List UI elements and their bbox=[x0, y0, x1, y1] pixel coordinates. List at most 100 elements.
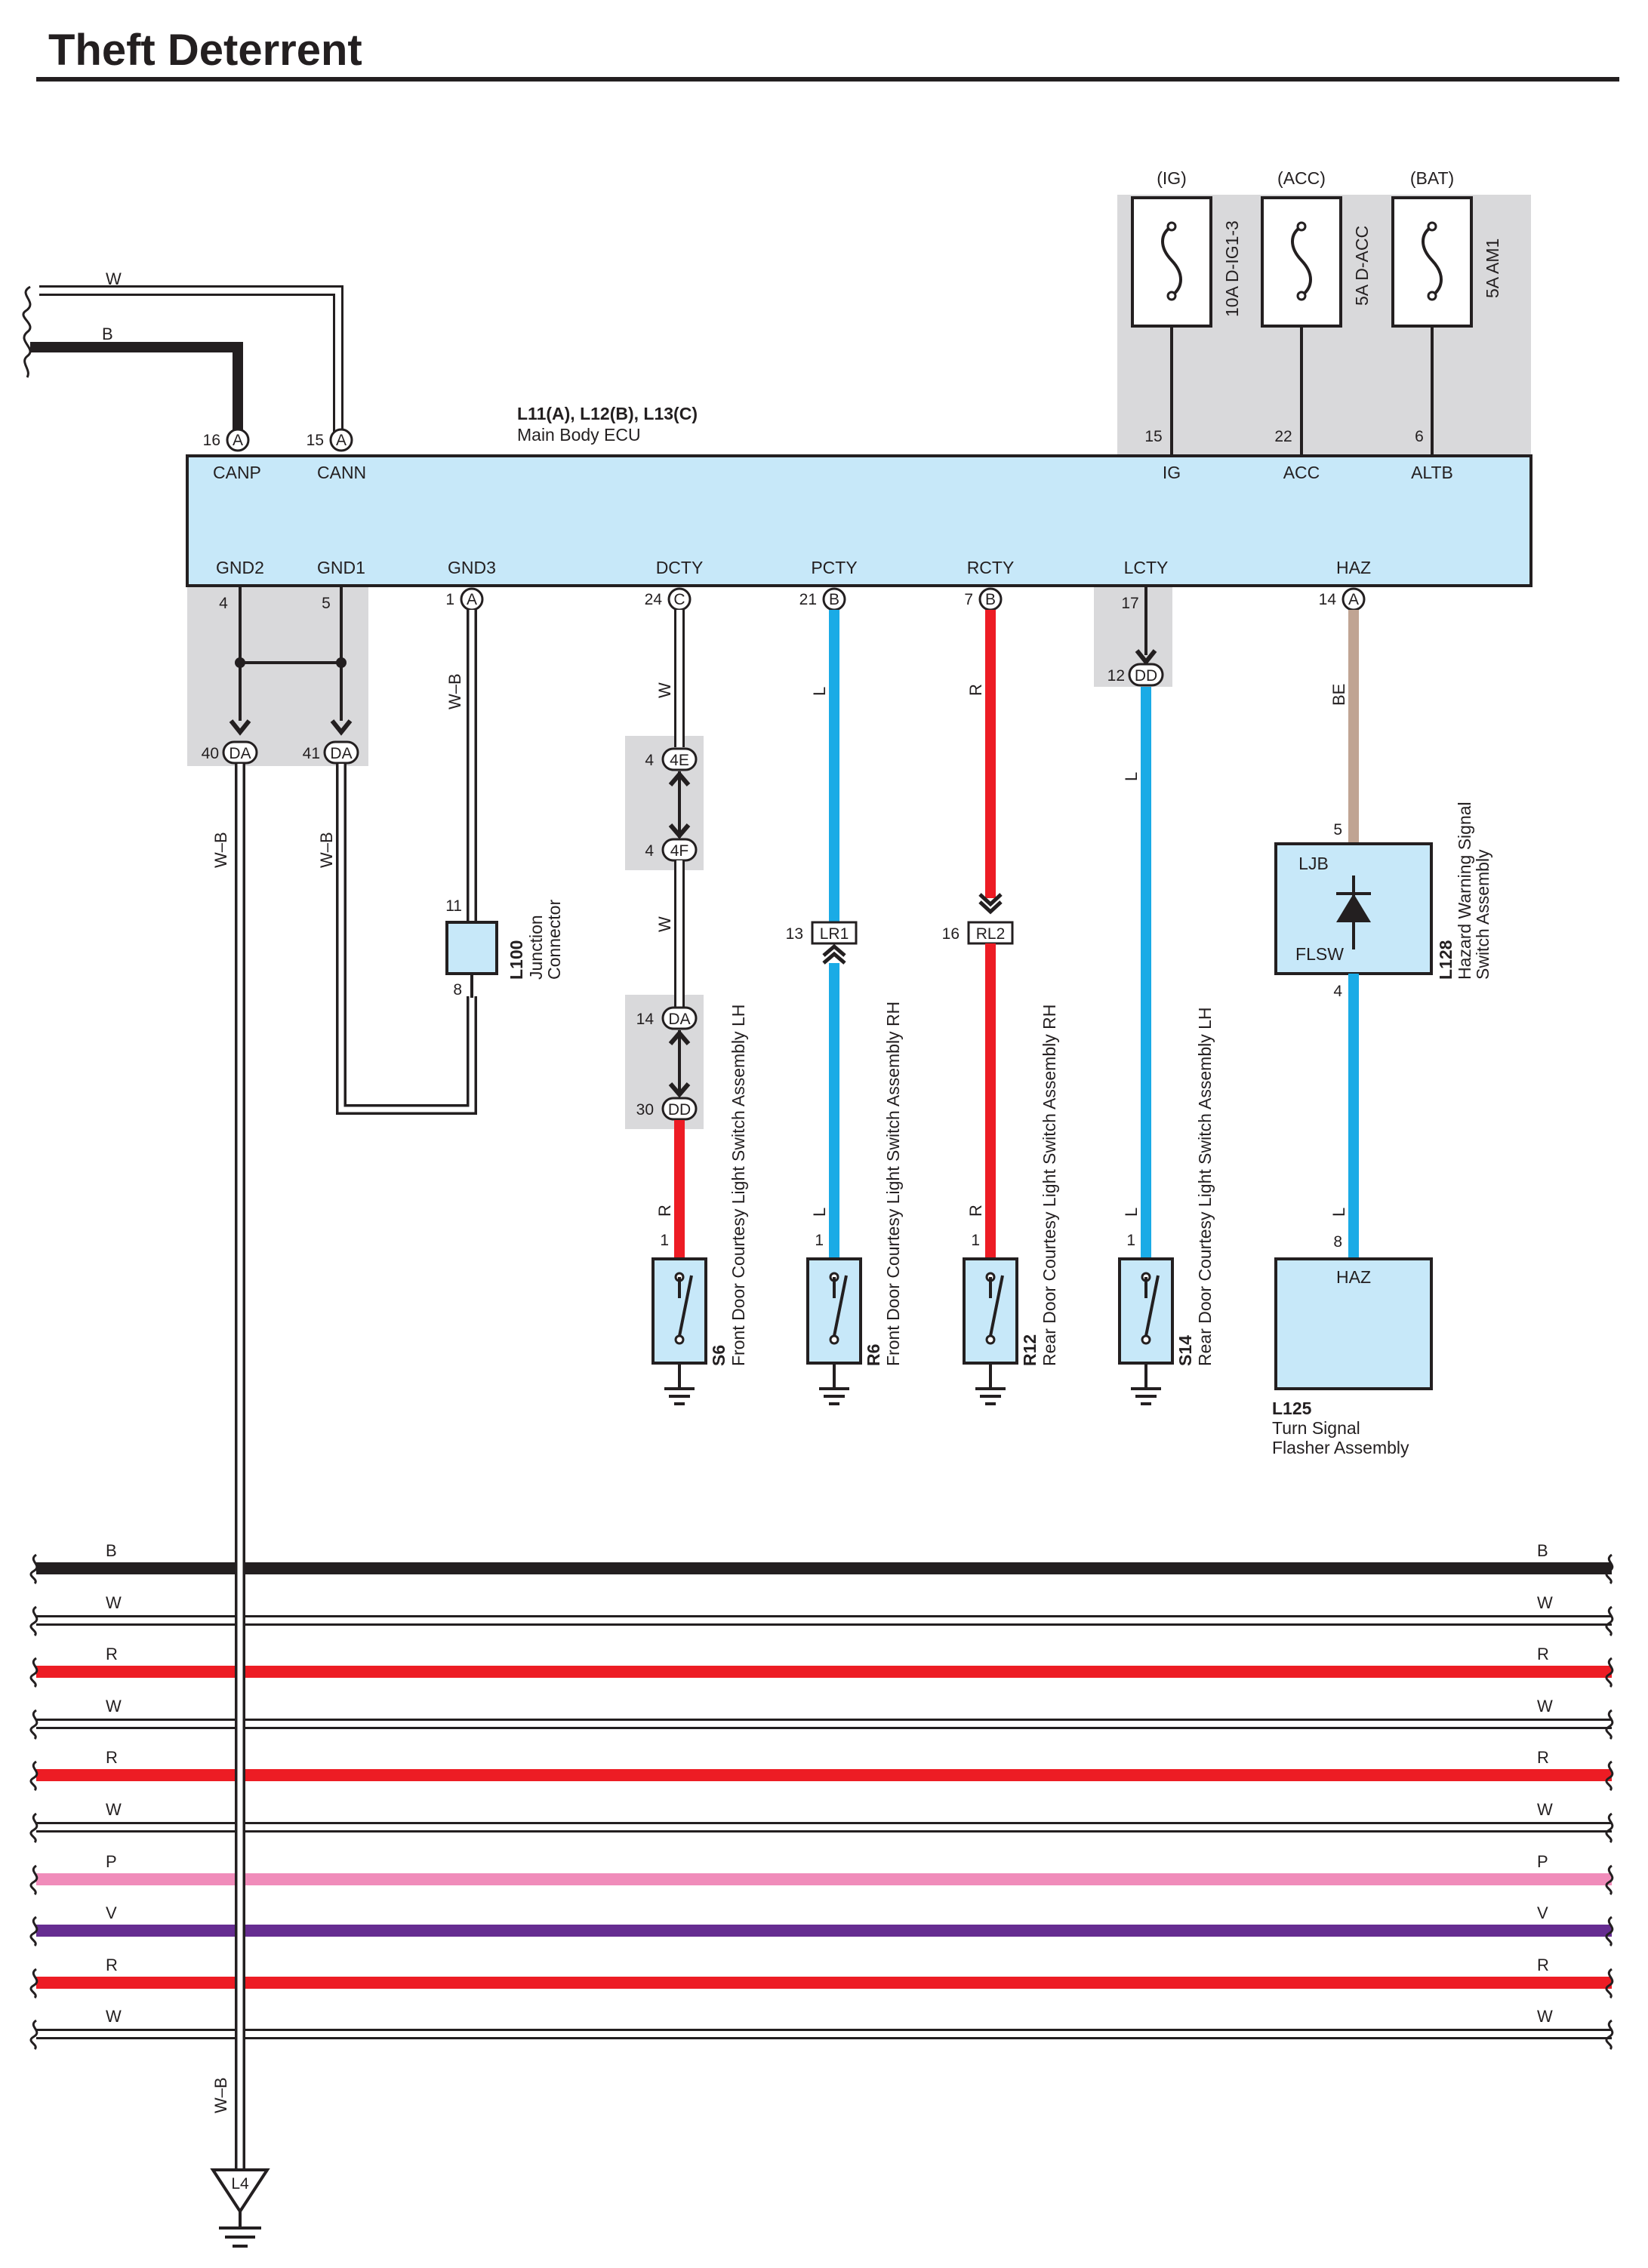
switch-s14-code: S14 bbox=[1175, 1335, 1195, 1366]
switch-s14-name: Rear Door Courtesy Light Switch Assembly… bbox=[1195, 1007, 1215, 1366]
bus-label-left-3: W bbox=[106, 1697, 122, 1716]
switch-r12-ground-icon bbox=[975, 1387, 1006, 1405]
conn-4f-pin: 4 bbox=[645, 842, 654, 860]
switch-r12-name: Rear Door Courtesy Light Switch Assembly… bbox=[1040, 1005, 1059, 1366]
bus-break-right-2 bbox=[1605, 1657, 1614, 1688]
switch-s6-pin: 1 bbox=[660, 1232, 669, 1249]
wire-b bbox=[30, 342, 243, 436]
rl2-chevron-2-icon bbox=[978, 900, 1003, 915]
fuse-acc-source: (ACC) bbox=[1277, 168, 1326, 188]
ground-l4-triangle-icon bbox=[210, 2168, 270, 2214]
pin-canp-num: 16 bbox=[203, 432, 220, 449]
wire-label-rcty2: R bbox=[966, 1205, 985, 1217]
pin-gnd1-num: 5 bbox=[322, 595, 331, 612]
junction-l100-box bbox=[445, 921, 498, 975]
conn-da41 bbox=[323, 740, 359, 765]
bus-break-right-4 bbox=[1605, 1760, 1614, 1792]
wire-label-b: B bbox=[102, 325, 113, 343]
bus-label-right-9: W bbox=[1537, 2007, 1553, 2026]
bus-label-right-6: P bbox=[1537, 1852, 1548, 1871]
bus-label-right-4: R bbox=[1537, 1748, 1549, 1767]
pin-cann-conn: A bbox=[336, 432, 347, 449]
junction-pin-top: 11 bbox=[445, 897, 462, 915]
term-gnd3: GND3 bbox=[448, 558, 496, 577]
wire-w bbox=[39, 288, 341, 436]
conn-da41-pin: 41 bbox=[303, 745, 320, 762]
wire-label-dcty: W bbox=[655, 682, 674, 698]
bus-break-right-3 bbox=[1605, 1709, 1614, 1740]
flasher-term: HAZ bbox=[1336, 1267, 1371, 1287]
bus-label-right-7: V bbox=[1537, 1903, 1548, 1922]
switch-s6-name: Front Door Courtesy Light Switch Assembl… bbox=[729, 1005, 748, 1366]
splice-dot-2 bbox=[336, 657, 347, 668]
fuse-ig-source: (IG) bbox=[1157, 168, 1187, 188]
main-body-ecu-box bbox=[186, 454, 1532, 587]
switch-r12-pin: 1 bbox=[971, 1232, 980, 1249]
flasher-code: L125 bbox=[1272, 1399, 1312, 1418]
wire-label-gnd-bottom: W–B bbox=[211, 2077, 230, 2113]
switch-s6-contact-icon bbox=[678, 1275, 693, 1337]
da40-arrow-icon bbox=[229, 719, 251, 736]
wire-label-w: W bbox=[106, 269, 122, 288]
bus-break-left-7 bbox=[29, 1916, 39, 1947]
hazard-diode-icon bbox=[1336, 894, 1371, 922]
switch-s14-ground-icon bbox=[1131, 1387, 1161, 1405]
term-altb: ALTB bbox=[1411, 463, 1453, 482]
bus-break-left-3 bbox=[29, 1709, 39, 1740]
pin-cann-circle bbox=[329, 428, 353, 452]
pin-pcty-conn: B bbox=[829, 591, 839, 608]
conn-dd30-name: DD bbox=[668, 1101, 691, 1119]
pin-lcty-num: 17 bbox=[1121, 595, 1138, 612]
term-acc: ACC bbox=[1283, 463, 1320, 482]
bus-break-right-9 bbox=[1605, 2019, 1614, 2051]
bus-break-right-8 bbox=[1605, 1968, 1614, 1999]
wire-w-outline bbox=[39, 285, 343, 436]
fuse-bat-label: 5A AM1 bbox=[1483, 238, 1502, 298]
wire-label-gnd2: W–B bbox=[211, 832, 230, 868]
wire-label-lcty2: L bbox=[1122, 1208, 1141, 1217]
switch-r6-contact-icon bbox=[833, 1275, 848, 1337]
pin-haz-conn: A bbox=[1348, 591, 1359, 608]
fuse-acc-icon bbox=[1291, 225, 1312, 297]
conn-da14-name: DA bbox=[668, 1011, 690, 1028]
term-pcty: PCTY bbox=[811, 558, 857, 577]
bus-label-left-2: R bbox=[106, 1645, 118, 1663]
arrow-up-da-icon bbox=[668, 1029, 691, 1045]
conn-dd12-name: DD bbox=[1135, 667, 1157, 685]
fuse-ig: (IG) 10A D-IG1-3 bbox=[1131, 168, 1242, 328]
term-haz: HAZ bbox=[1336, 558, 1371, 577]
term-canp: CANP bbox=[213, 463, 261, 482]
pin-dcty-conn: C bbox=[673, 591, 685, 608]
hazard-pin-top: 5 bbox=[1333, 821, 1342, 839]
conn-da14 bbox=[661, 1006, 698, 1030]
lr1-chevron-2-icon bbox=[822, 951, 846, 965]
conn-4e-pin: 4 bbox=[645, 752, 654, 769]
pin-canp-circle bbox=[226, 428, 250, 452]
bus-label-left-4: R bbox=[106, 1748, 118, 1767]
conn-dd30-pin: 30 bbox=[636, 1101, 654, 1119]
bus-label-right-2: R bbox=[1537, 1645, 1549, 1663]
arrow-down-4f-icon bbox=[668, 823, 691, 839]
conn-da40-pin: 40 bbox=[202, 745, 219, 762]
bus-break-left-9 bbox=[29, 2019, 39, 2051]
wire-gnd1-loop bbox=[338, 764, 475, 1112]
splice-dot-1 bbox=[235, 657, 245, 668]
fuse-ig-icon bbox=[1161, 225, 1182, 297]
term-gnd2: GND2 bbox=[216, 558, 264, 577]
conn-4e-name: 4E bbox=[670, 752, 689, 769]
switch-r6-ground-icon bbox=[819, 1387, 849, 1405]
junction-pin-bottom: 8 bbox=[453, 981, 462, 999]
wire-label-gnd3: W–B bbox=[445, 673, 464, 709]
hazard-pin-bottom: 4 bbox=[1333, 983, 1342, 1000]
bus-break-left-5 bbox=[29, 1812, 39, 1844]
wire-label-dcty2: W bbox=[655, 916, 674, 932]
conn-da14-pin: 14 bbox=[636, 1011, 655, 1028]
ground-l4-code: L4 bbox=[231, 2175, 249, 2193]
fuse-acc-label: 5A D-ACC bbox=[1352, 226, 1372, 306]
pin-rcty-conn: B bbox=[985, 591, 996, 608]
pin-dcty-num: 24 bbox=[645, 591, 663, 608]
junction-code: L100 bbox=[507, 940, 526, 980]
term-cann: CANN bbox=[317, 463, 366, 482]
